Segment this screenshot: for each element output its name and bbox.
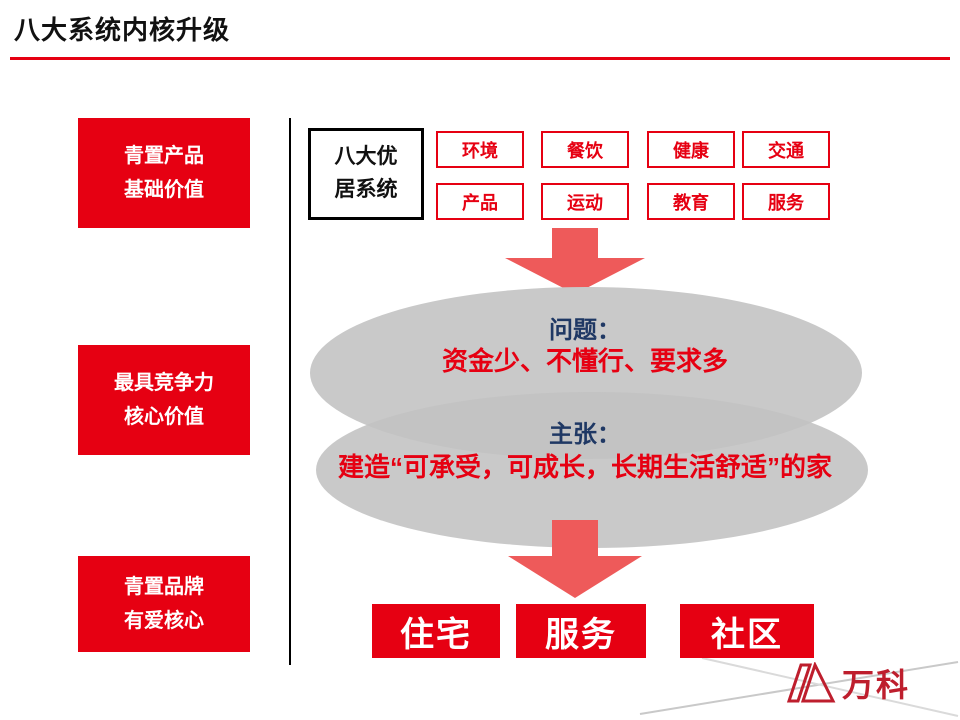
eight-systems-box: 八大优 居系统 [308,128,424,220]
page-title: 八大系统内核升级 [14,15,231,45]
down-arrow-icon [508,520,642,598]
proposition-label: 主张： [549,421,621,448]
system-item-sports: 运动 [541,183,629,220]
label-core-competitive-value: 最具竞争力 核心价值 [78,345,250,455]
eight-systems-line: 八大优 [334,145,398,169]
vanke-logo-icon [786,662,836,703]
label-line: 最具竞争力 [114,372,214,394]
label-brand-love-core: 青置品牌 有爱核心 [78,556,250,652]
system-item-product: 产品 [436,183,524,220]
system-item-service: 服务 [742,183,830,220]
title-divider [10,57,950,60]
result-box-community: 社区 [680,604,814,658]
system-item-dining: 餐饮 [541,131,629,168]
proposition-text: 建造“可承受，可成长，长期生活舒适”的家 [337,452,832,482]
down-arrow-icon [505,228,645,294]
problem-text: 资金少、不懂行、要求多 [441,346,728,376]
label-line: 青置品牌 [124,576,204,598]
footer-decoration [639,657,959,717]
vertical-divider [289,118,291,665]
label-product-base-value: 青置产品 基础价值 [78,118,250,228]
result-box-housing: 住宅 [372,604,500,658]
vanke-logo-text: 万科 [842,667,911,703]
system-item-transport: 交通 [742,131,830,168]
system-item-environment: 环境 [436,131,524,168]
label-line: 青置产品 [124,145,204,167]
problem-label: 问题： [549,317,621,344]
label-line: 基础价值 [124,179,204,201]
eight-systems-line: 居系统 [334,178,398,201]
label-line: 有爱核心 [124,610,204,632]
system-item-health: 健康 [647,131,735,168]
system-item-education: 教育 [647,183,735,220]
label-line: 核心价值 [124,406,204,428]
vanke-logo: 万科 [786,660,910,706]
result-box-service: 服务 [516,604,646,658]
